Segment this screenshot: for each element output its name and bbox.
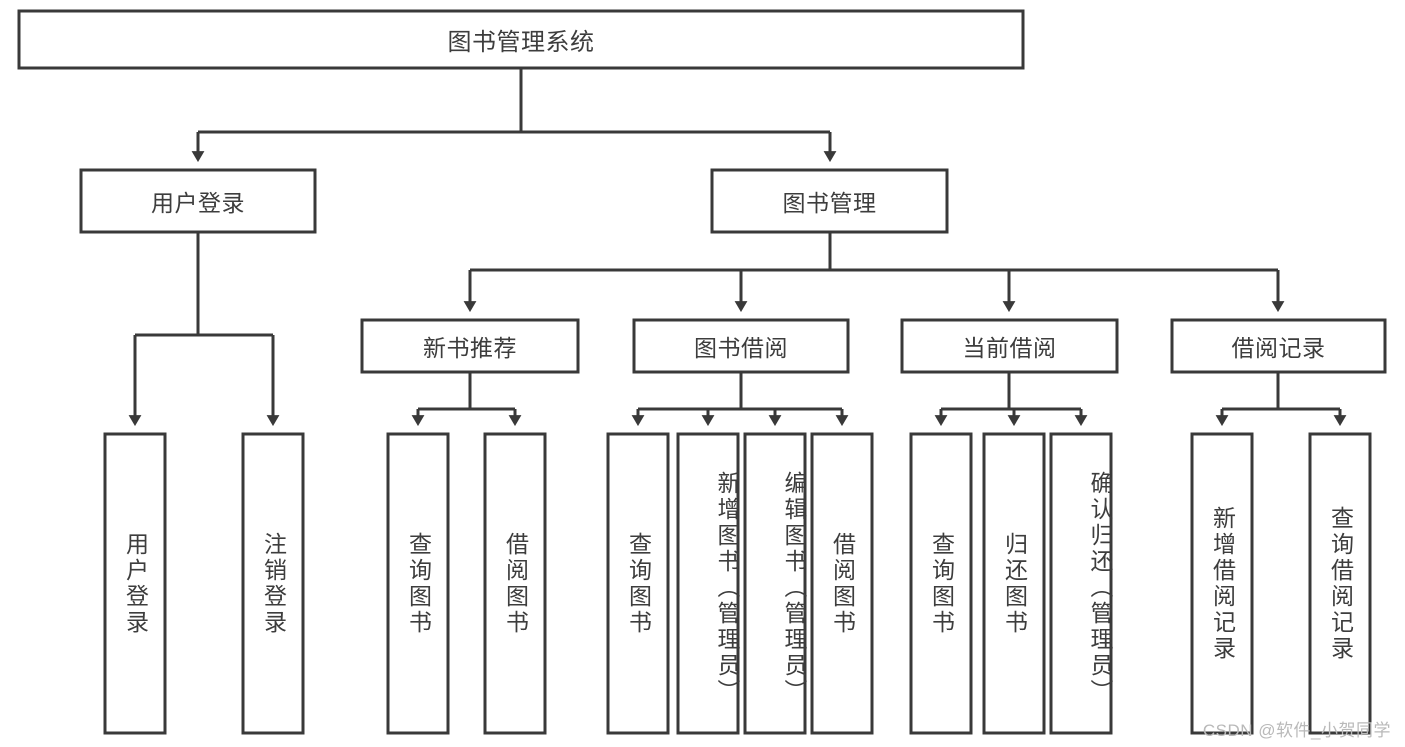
node-box-leaf-add-borrow-record[interactable] <box>1190 432 1254 735</box>
node-box-leaf-user-login[interactable] <box>103 432 167 735</box>
node-box-leaf-logout-login[interactable] <box>241 432 305 735</box>
connector-new-book-recommend-to-leaves <box>411 372 522 427</box>
node-box-leaf-query-books-current[interactable] <box>909 432 973 735</box>
node-box-user-login[interactable] <box>79 168 317 234</box>
node-box-root[interactable] <box>17 9 1025 70</box>
node-box-current-borrow[interactable] <box>900 318 1119 374</box>
node-box-leaf-borrow-books-rec[interactable] <box>483 432 547 735</box>
connector-root-to-level2 <box>191 68 837 163</box>
node-box-leaf-query-books-borrow[interactable] <box>606 432 670 735</box>
node-box-leaf-confirm-return-admin[interactable] <box>1049 432 1113 735</box>
connector-book-management-to-level3 <box>463 232 1285 313</box>
node-box-borrow-records[interactable] <box>1170 318 1387 374</box>
node-box-book-borrow[interactable] <box>632 318 850 374</box>
node-box-leaf-query-borrow-record[interactable] <box>1308 432 1372 735</box>
node-box-leaf-edit-book-admin[interactable] <box>743 432 807 735</box>
connector-book-borrow-to-leaves <box>631 372 849 427</box>
node-box-new-book-recommend[interactable] <box>360 318 580 374</box>
node-box-leaf-add-book-admin[interactable] <box>676 432 740 735</box>
connector-borrow-records-to-leaves <box>1215 372 1347 427</box>
node-box-leaf-return-book[interactable] <box>982 432 1046 735</box>
connector-current-borrow-to-leaves <box>934 372 1088 427</box>
watermark-text: CSDN @软件_小贺同学 <box>1202 721 1391 740</box>
connector-user-login-to-leaves <box>128 232 280 427</box>
node-box-book-management[interactable] <box>710 168 949 234</box>
node-box-leaf-query-books-rec[interactable] <box>386 432 450 735</box>
node-box-leaf-borrow-book[interactable] <box>810 432 874 735</box>
